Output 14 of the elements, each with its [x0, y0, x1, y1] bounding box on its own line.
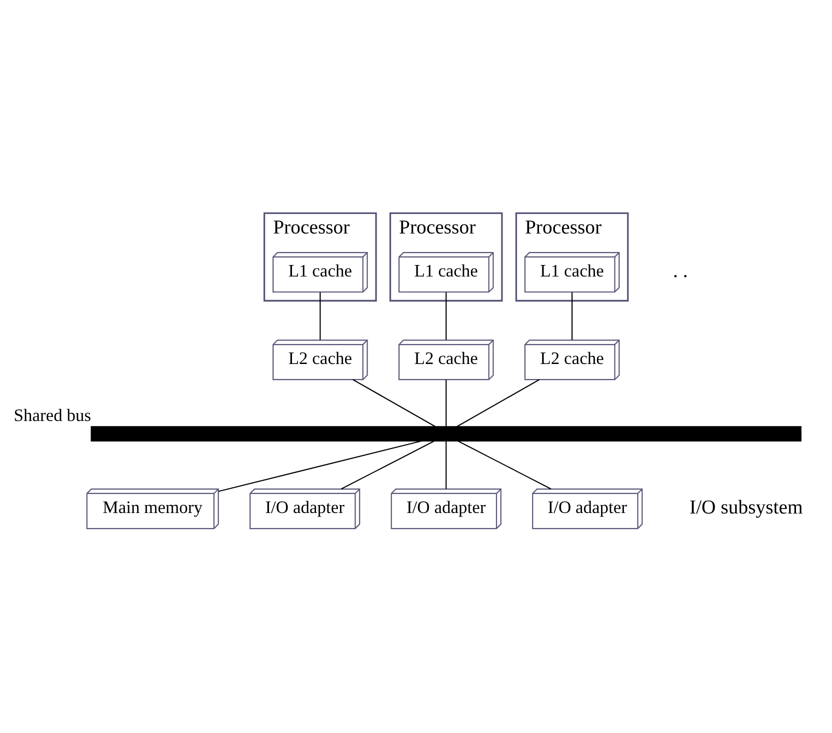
connector	[320, 292, 321, 340]
connector	[340, 440, 434, 489]
node-bar	[90, 426, 802, 441]
connector	[218, 440, 422, 492]
label: . .	[673, 260, 688, 282]
connector	[572, 292, 573, 340]
connector	[446, 292, 447, 340]
connector	[446, 440, 447, 488]
connector	[446, 379, 447, 426]
label: I/O subsystem	[690, 496, 803, 518]
node-label: Shared bus	[14, 404, 92, 424]
connector	[458, 440, 552, 489]
connector	[456, 378, 540, 427]
connector	[352, 378, 436, 427]
